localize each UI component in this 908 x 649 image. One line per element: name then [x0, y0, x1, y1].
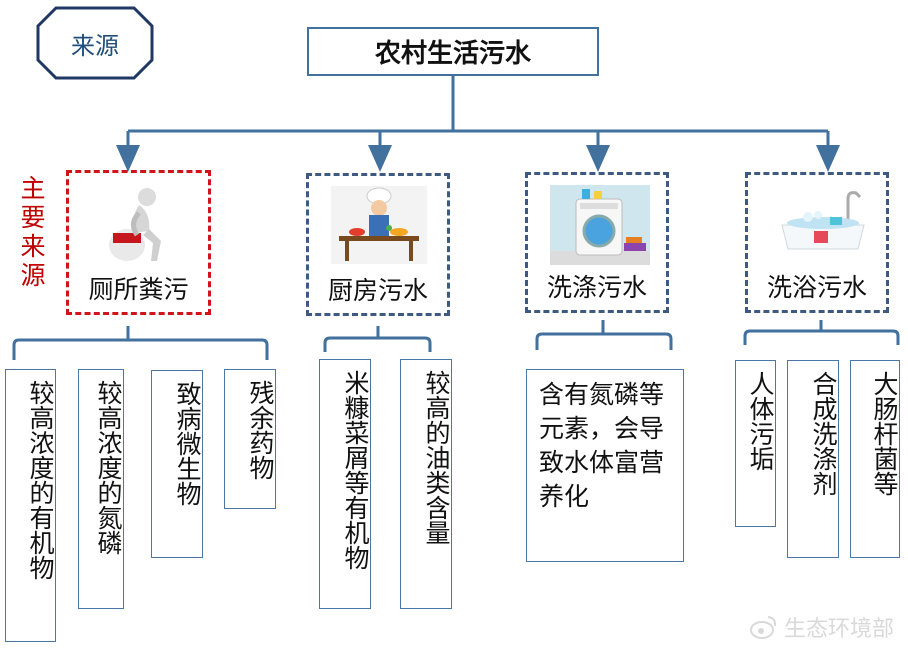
category-label: 厨房污水 — [327, 276, 428, 305]
category-label: 厕所粪污 — [88, 275, 189, 304]
washing-machine-icon — [550, 185, 650, 265]
leaf-text: 较高浓度的有机物 — [26, 380, 55, 580]
category-toilet: 厕所粪污 — [66, 170, 211, 315]
source-tag-text: 来源 — [71, 31, 119, 60]
bathtub-icon — [781, 191, 865, 250]
category-label: 洗涤污水 — [546, 273, 647, 302]
main-source-label: 主要来源 — [20, 174, 46, 290]
leaf-text: 残余药物 — [246, 380, 275, 480]
leaf-toilet-drugs: 残余药物 — [224, 369, 276, 509]
leaf-kitchen-organic: 米糠菜屑等有机物 — [319, 359, 371, 609]
category-kitchen: 厨房污水 — [306, 173, 450, 316]
leaf-kitchen-oil: 较高的油类含量 — [400, 359, 452, 609]
category-bath: 洗浴污水 — [745, 172, 889, 313]
leaf-text: 米糠菜屑等有机物 — [341, 370, 370, 570]
leaf-text: 合成洗涤剂 — [809, 371, 838, 496]
weibo-logo-icon — [750, 616, 777, 639]
leaf-toilet-pathogen: 致病微生物 — [151, 370, 203, 558]
leaf-bath-detergent: 合成洗涤剂 — [787, 360, 839, 558]
leaf-laundry-eutrophication: 含有氮磷等元素，会导致水体富营养化 — [526, 369, 684, 562]
root-node-title: 农村生活污水 — [307, 27, 599, 76]
chef-cooking-icon — [331, 186, 427, 264]
source-tag: 来源 — [36, 6, 154, 80]
category-laundry: 洗涤污水 — [525, 172, 669, 313]
leaf-bath-dirt: 人体污垢 — [735, 360, 776, 527]
leaf-text: 较高浓度的氮磷 — [94, 380, 123, 555]
watermark: 生态环境部 — [750, 608, 908, 646]
watermark-text: 生态环境部 — [784, 617, 895, 642]
leaf-text: 大肠杆菌等 — [870, 371, 899, 496]
toilet-figure-icon — [109, 188, 161, 261]
leaf-text: 较高的油类含量 — [422, 370, 451, 545]
leaf-toilet-organic: 较高浓度的有机物 — [5, 369, 56, 642]
category-label: 洗浴污水 — [766, 273, 867, 302]
leaf-text: 致病微生物 — [173, 381, 202, 506]
leaf-toilet-nitrogen: 较高浓度的氮磷 — [78, 369, 124, 609]
leaf-text: 人体污垢 — [746, 371, 775, 471]
leaf-bath-ecoli: 大肠杆菌等 — [850, 360, 900, 558]
